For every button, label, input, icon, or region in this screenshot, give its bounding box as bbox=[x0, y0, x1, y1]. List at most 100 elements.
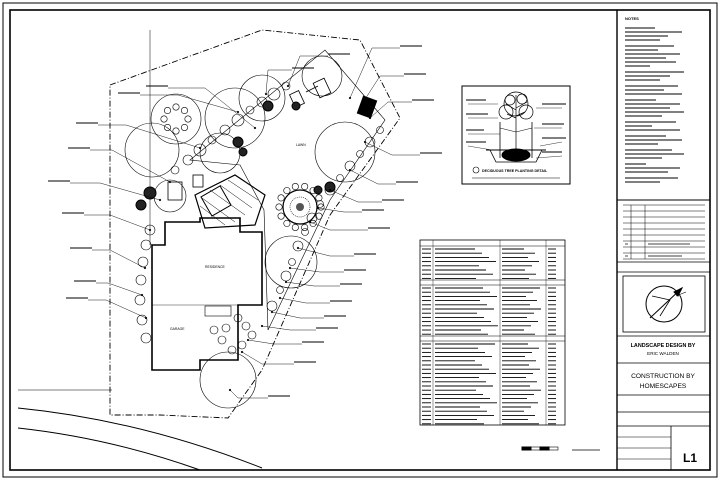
shrub bbox=[356, 150, 364, 158]
shrub bbox=[301, 223, 309, 231]
designer-name: ERIC WALDEN bbox=[647, 351, 679, 356]
callout-dot bbox=[253, 126, 257, 130]
shrub bbox=[277, 194, 285, 202]
shrub bbox=[227, 345, 237, 355]
shrub bbox=[140, 332, 152, 344]
shrub bbox=[291, 183, 299, 191]
callout-leader bbox=[364, 141, 420, 156]
callout-leader bbox=[84, 214, 151, 231]
shrub-masses bbox=[134, 81, 384, 355]
shrub bbox=[245, 105, 255, 115]
shrub bbox=[231, 113, 245, 127]
callout-dot bbox=[348, 168, 352, 172]
callout-dot bbox=[246, 338, 250, 342]
callout-dot bbox=[143, 266, 147, 270]
callout-leader bbox=[287, 55, 328, 87]
shrub bbox=[193, 143, 207, 157]
shrub bbox=[281, 81, 291, 91]
shrub bbox=[277, 212, 285, 220]
shrub bbox=[266, 300, 278, 312]
shrub bbox=[209, 325, 219, 335]
callout-leader bbox=[98, 124, 201, 149]
shrub bbox=[301, 228, 309, 236]
tree-planting-detail bbox=[461, 85, 571, 185]
design-title: LANDSCAPE DESIGN BY bbox=[631, 343, 696, 349]
shrub bbox=[144, 224, 156, 236]
shrub bbox=[316, 200, 324, 208]
shrub bbox=[172, 103, 180, 111]
shrub bbox=[135, 274, 147, 286]
shrub bbox=[160, 115, 168, 123]
callout-dot bbox=[260, 324, 264, 328]
callout-leader bbox=[279, 297, 330, 304]
callout-dot bbox=[284, 280, 288, 284]
callout-dot bbox=[328, 188, 332, 192]
callout-leader bbox=[261, 325, 316, 331]
plant-schedule-rows bbox=[422, 248, 556, 425]
callout-leader bbox=[229, 389, 268, 399]
shrub bbox=[134, 294, 146, 306]
callout-leader bbox=[309, 221, 368, 231]
callout-dot bbox=[296, 246, 300, 250]
callout-dot bbox=[348, 96, 352, 100]
plant-callouts bbox=[48, 45, 442, 399]
callout-leader bbox=[271, 311, 324, 319]
callout-dot bbox=[236, 110, 240, 114]
shrub bbox=[301, 183, 309, 191]
callout-leader bbox=[88, 299, 147, 319]
callout-dot bbox=[316, 206, 320, 210]
shrub bbox=[283, 187, 291, 195]
callout-dot bbox=[158, 198, 162, 202]
shrub bbox=[275, 203, 283, 211]
title-block bbox=[617, 199, 710, 470]
callout-leader bbox=[361, 75, 404, 105]
garage-label: GARAGE bbox=[170, 327, 185, 331]
patio-deck bbox=[194, 174, 266, 229]
callout-leader bbox=[349, 169, 396, 185]
callout-dot bbox=[264, 92, 268, 96]
callout-dot bbox=[198, 146, 202, 150]
callout-dot bbox=[368, 116, 372, 120]
shrub bbox=[280, 270, 292, 282]
shrub bbox=[137, 256, 149, 268]
callout-dot bbox=[270, 310, 274, 314]
street-curb bbox=[17, 407, 263, 469]
callout-dot bbox=[363, 140, 367, 144]
shrub bbox=[217, 335, 227, 345]
callout-dot bbox=[286, 84, 290, 88]
revision-table bbox=[623, 204, 705, 260]
callout-leader bbox=[247, 339, 302, 345]
fire-pit bbox=[282, 189, 318, 225]
shrub bbox=[207, 135, 217, 145]
callout-dot bbox=[288, 266, 292, 270]
lawn-area bbox=[189, 49, 386, 331]
shrub bbox=[283, 219, 291, 227]
shrub bbox=[288, 258, 296, 266]
shrub bbox=[170, 165, 180, 175]
shrub bbox=[164, 107, 172, 115]
callout-dot bbox=[240, 350, 244, 354]
callout-leader bbox=[289, 267, 344, 273]
callout-leader bbox=[329, 189, 382, 203]
plant-schedule bbox=[419, 239, 566, 426]
shrub bbox=[376, 126, 384, 134]
scale-bar bbox=[521, 446, 600, 451]
shrub bbox=[221, 323, 231, 333]
callout-leader bbox=[90, 149, 171, 183]
callout-dot bbox=[168, 180, 172, 184]
callout-leader bbox=[140, 94, 239, 113]
north-arrow-icon bbox=[645, 285, 687, 323]
company-line-1: CONSTRUCTION BY bbox=[631, 373, 695, 380]
callout-dot bbox=[140, 293, 144, 297]
shrub bbox=[164, 123, 172, 131]
property-line bbox=[109, 29, 401, 419]
general-notes bbox=[625, 27, 684, 183]
shrub bbox=[136, 314, 148, 326]
callout-dot bbox=[228, 388, 232, 392]
shrub bbox=[315, 194, 323, 202]
callout-leader bbox=[317, 207, 362, 213]
callout-leader bbox=[369, 101, 412, 119]
callout-leader bbox=[349, 47, 400, 99]
